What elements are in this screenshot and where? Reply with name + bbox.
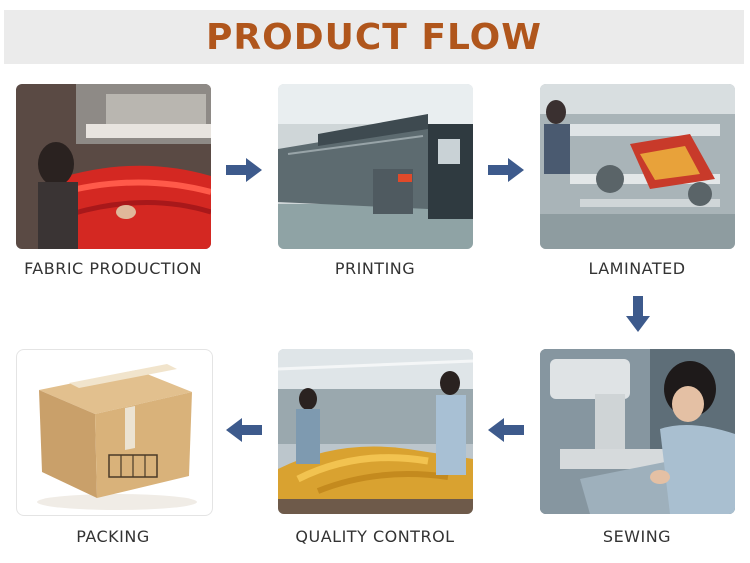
step-label: FABRIC PRODUCTION — [24, 259, 202, 278]
step-label: PACKING — [76, 527, 150, 546]
header-banner: PRODUCT FLOW — [4, 10, 744, 64]
printing-press-photo — [278, 84, 473, 249]
step-label: SEWING — [602, 527, 672, 546]
quality-control-photo — [278, 349, 473, 514]
step-label: PRINTING — [334, 259, 416, 278]
cardboard-box-icon — [37, 364, 197, 510]
arrow-right-icon — [226, 158, 262, 182]
arrow-right-icon — [488, 158, 524, 182]
page-title: PRODUCT FLOW — [206, 16, 542, 58]
step-label: LAMINATED — [588, 259, 686, 278]
fabric-production-photo — [16, 84, 211, 249]
arrow-down-icon — [626, 296, 650, 332]
step-label: QUALITY CONTROL — [295, 527, 455, 546]
lamination-machine-photo — [540, 84, 735, 249]
arrow-left-icon — [488, 418, 524, 442]
sewing-photo — [540, 349, 735, 514]
packing-image-frame — [16, 349, 213, 516]
arrow-left-icon — [226, 418, 262, 442]
